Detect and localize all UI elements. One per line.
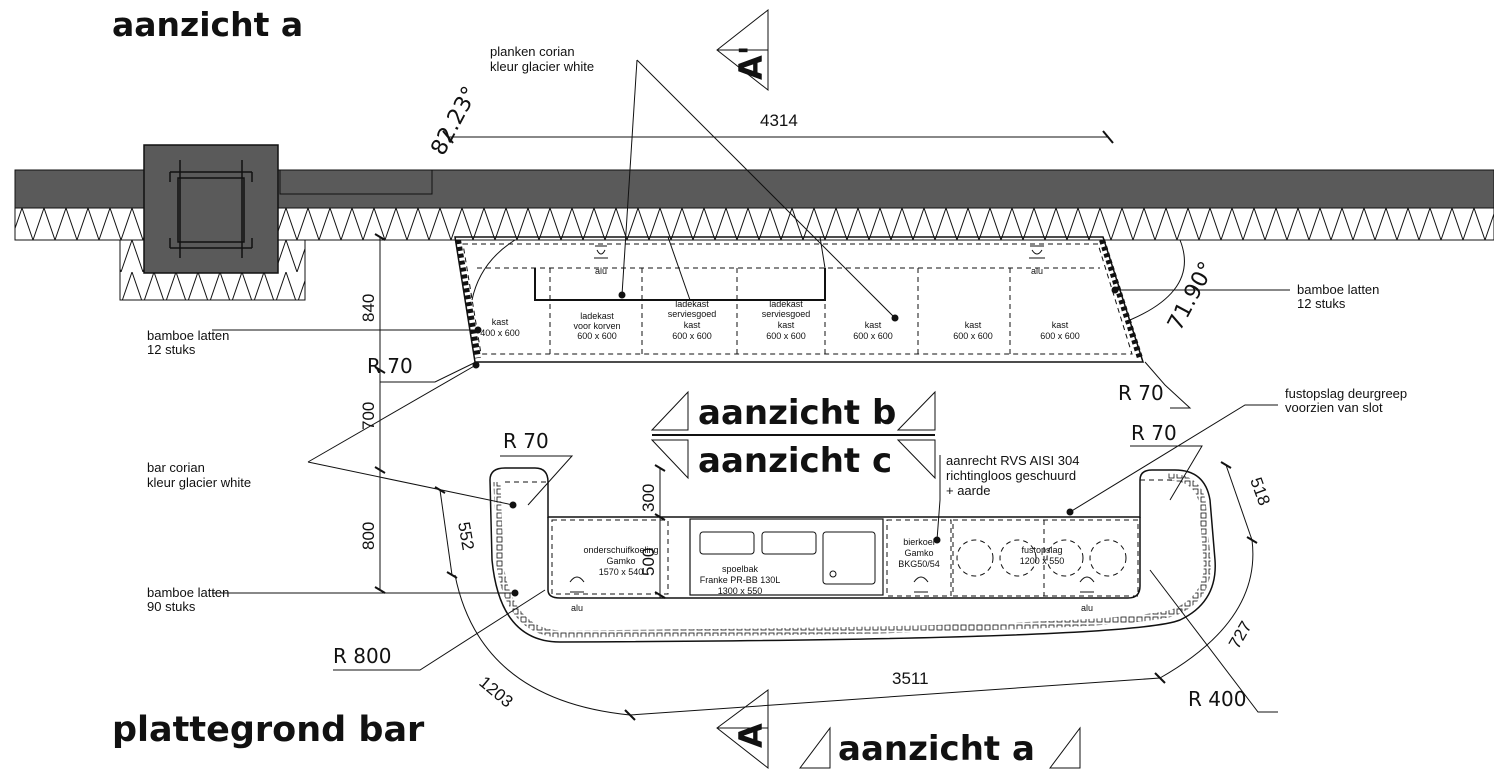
cabinet-3-sub: kast bbox=[684, 320, 701, 330]
cabinet-2-size: 600 x 600 bbox=[577, 331, 617, 341]
cooler-line2: Gamko bbox=[606, 556, 635, 566]
callout-counter-line2: richtingloos geschuurd bbox=[946, 468, 1076, 483]
alu-label-back-right: alu bbox=[1031, 266, 1043, 276]
sink-line1: spoelbak bbox=[722, 564, 759, 574]
cooler-line3: 1570 x 540 bbox=[599, 567, 644, 577]
callout-bamboo-bar-line2: 90 stuks bbox=[147, 599, 196, 614]
callout-bamboo-right-line1: bamboe latten bbox=[1297, 282, 1379, 297]
dim-700: 700 bbox=[359, 402, 378, 430]
callout-keg-line2: voorzien van slot bbox=[1285, 400, 1383, 415]
sink-line3: 1300 x 550 bbox=[718, 586, 763, 596]
dim-552: 552 bbox=[454, 520, 478, 551]
alu-label-bar-right: alu bbox=[1081, 603, 1093, 613]
keg-line2: 1200 x 550 bbox=[1020, 556, 1065, 566]
cabinet-7-name: kast bbox=[1052, 320, 1069, 330]
cabinet-5-size: 600 x 600 bbox=[853, 331, 893, 341]
cabinet-2-title: ladekast bbox=[580, 311, 614, 321]
back-cabinet-labels: kast 400 x 600 ladekast voor korven 600 … bbox=[480, 299, 1080, 341]
dim-840: 840 bbox=[359, 294, 378, 322]
angle-left: 82.23° bbox=[426, 83, 483, 160]
callout-shelves-line2: kleur glacier white bbox=[490, 59, 594, 74]
radius-r70-bar-right: R 70 bbox=[1131, 421, 1177, 445]
dim-3511: 3511 bbox=[892, 669, 929, 688]
cabinet-4-title: ladekast bbox=[769, 299, 803, 309]
callout-bamboo-right-line2: 12 stuks bbox=[1297, 296, 1346, 311]
heading-aanzicht-b: aanzicht b bbox=[698, 393, 896, 433]
bar-unit-labels: onderschuifkoeling Gamko 1570 x 540 spoe… bbox=[583, 537, 1064, 596]
cooler-line1: onderschuifkoeling bbox=[583, 545, 658, 555]
cabinet-3-title: ladekast bbox=[675, 299, 709, 309]
callout-bamboo-left-line2: 12 stuks bbox=[147, 342, 196, 357]
back-counter bbox=[454, 236, 1145, 363]
callout-bar-line1: bar corian bbox=[147, 460, 205, 475]
callout-counter-line1: aanrecht RVS AISI 304 bbox=[946, 453, 1079, 468]
dim-1203: 1203 bbox=[475, 673, 516, 712]
cabinet-3-name: serviesgoed bbox=[668, 309, 717, 319]
heading-plattegrond-bar: plattegrond bar bbox=[112, 710, 425, 750]
cabinet-6-name: kast bbox=[965, 320, 982, 330]
dim-300: 300 bbox=[639, 484, 658, 512]
dim-518: 518 bbox=[1246, 475, 1274, 508]
alu-label-back-left: alu bbox=[595, 266, 607, 276]
bar bbox=[489, 467, 1216, 643]
keg-line1: fustopslag bbox=[1021, 545, 1062, 555]
radius-r70-back-right: R 70 bbox=[1118, 381, 1164, 405]
dim-800: 800 bbox=[359, 522, 378, 550]
beer-line1: bierkoel bbox=[903, 537, 935, 547]
radius-r70-bar-left: R 70 bbox=[503, 429, 549, 453]
cabinet-4-name: serviesgoed bbox=[762, 309, 811, 319]
beer-line3: BKG50/54 bbox=[898, 559, 940, 569]
radius-r400: R 400 bbox=[1188, 687, 1246, 711]
section-markers bbox=[650, 8, 1081, 770]
alu-handles bbox=[569, 245, 1095, 593]
leader-lines bbox=[212, 59, 1290, 597]
radius-r800: R 800 bbox=[333, 644, 391, 668]
callout-keg-line1: fustopslag deurgreep bbox=[1285, 386, 1407, 401]
alu-label-bar-left: alu bbox=[571, 603, 583, 613]
callout-bamboo-left-line1: bamboe latten bbox=[147, 328, 229, 343]
cabinet-3-size: 600 x 600 bbox=[672, 331, 712, 341]
dim-500: 500 bbox=[639, 548, 658, 576]
dimension-lines bbox=[374, 130, 1258, 721]
callout-bar-line2: kleur glacier white bbox=[147, 475, 251, 490]
section-a: A bbox=[732, 723, 770, 748]
cabinet-1-name: kast bbox=[492, 317, 509, 327]
dim-4314: 4314 bbox=[760, 111, 798, 130]
beer-line2: Gamko bbox=[904, 548, 933, 558]
cabinet-5-name: kast bbox=[865, 320, 882, 330]
cabinet-7-size: 600 x 600 bbox=[1040, 331, 1080, 341]
sink-line2: Franke PR-BB 130L bbox=[700, 575, 781, 585]
heading-aanzicht-c: aanzicht c bbox=[698, 441, 892, 481]
callout-shelves-line1: planken corian bbox=[490, 44, 575, 59]
callout-bamboo-bar-line1: bamboe latten bbox=[147, 585, 229, 600]
heading-aanzicht-a-top: aanzicht a bbox=[112, 5, 303, 44]
cabinet-1-size: 400 x 600 bbox=[480, 328, 520, 338]
callout-counter-line3: + aarde bbox=[946, 483, 990, 498]
cabinet-4-size: 600 x 600 bbox=[766, 331, 806, 341]
angle-right: 71.90° bbox=[1163, 258, 1220, 335]
radius-lines bbox=[333, 361, 1278, 713]
cabinet-4-sub: kast bbox=[778, 320, 795, 330]
heading-aanzicht-a-bottom: aanzicht a bbox=[838, 729, 1035, 769]
section-a-prime: A' bbox=[732, 45, 770, 80]
radius-r70-back-left: R 70 bbox=[367, 354, 413, 378]
dim-727: 727 bbox=[1225, 618, 1256, 652]
cabinet-6-size: 600 x 600 bbox=[953, 331, 993, 341]
cabinet-2-name: voor korven bbox=[573, 321, 620, 331]
steel-column bbox=[143, 144, 279, 274]
